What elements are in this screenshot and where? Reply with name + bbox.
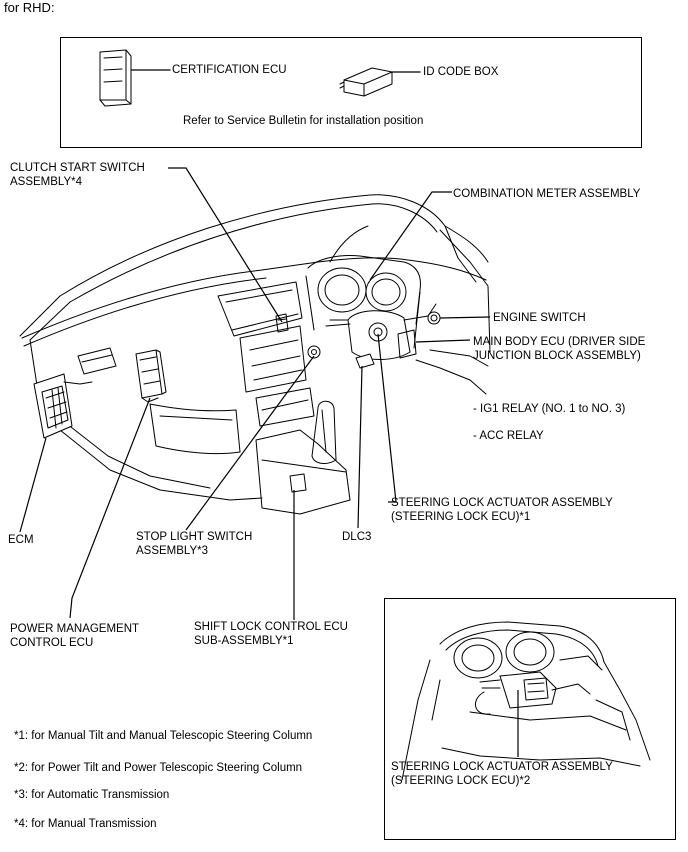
steering-lock-actuator-1-label: STEERING LOCK ACTUATOR ASSEMBLY (STEERIN… [391,497,613,523]
top-info-box [60,37,642,148]
footnote-2: *2: for Power Tilt and Power Telescopic … [14,762,303,774]
footnote-4: *4: for Manual Transmission [14,818,157,830]
dlc3-leader [357,365,363,529]
installation-note: Refer to Service Bulletin for installati… [183,115,424,127]
ig1-relay-label: - IG1 RELAY (NO. 1 to NO. 3) [473,403,626,415]
clutch-leader [168,167,283,323]
main-body-ecu-label: MAIN BODY ECU (DRIVER SIDE JUNCTION BLOC… [473,336,646,362]
acc-relay-label: - ACC RELAY [473,430,544,442]
page-header: for RHD: [4,0,55,15]
engine-switch-leader [439,316,491,319]
steering-lock-actuator-2-label: STEERING LOCK ACTUATOR ASSEMBLY (STEERIN… [391,761,613,787]
clutch-start-switch-label: CLUTCH START SWITCH ASSEMBLY*4 [10,162,145,188]
id-code-box-icon [339,67,421,97]
engine-switch-label: ENGINE SWITCH [493,312,586,324]
steering-lock-1-leader [377,333,397,503]
ecm-leader [19,437,47,533]
power-management-label: POWER MANAGEMENT CONTROL ECU [10,623,140,649]
certification-ecu-label: CERTIFICATION ECU [172,64,287,76]
certification-ecu-icon [99,49,171,107]
id-code-box-label: ID CODE BOX [423,66,499,78]
stop-light-leader [185,355,315,531]
combination-meter-leader [369,191,452,281]
main-body-ecu-leader [415,339,471,343]
power-management-leader [69,397,151,619]
footnote-3: *3: for Automatic Transmission [14,789,170,801]
inset-illustration [401,621,651,781]
footnote-1: *1: for Manual Tilt and Manual Telescopi… [14,730,313,742]
ecm-label: ECM [8,534,34,546]
stop-light-switch-label: STOP LIGHT SWITCH ASSEMBLY*3 [136,531,253,557]
inset-box [384,598,676,840]
combination-meter-label: COMBINATION METER ASSEMBLY [453,188,641,200]
shift-lock-label: SHIFT LOCK CONTROL ECU SUB-ASSEMBLY*1 [194,621,348,647]
dlc3-label: DLC3 [342,531,372,543]
